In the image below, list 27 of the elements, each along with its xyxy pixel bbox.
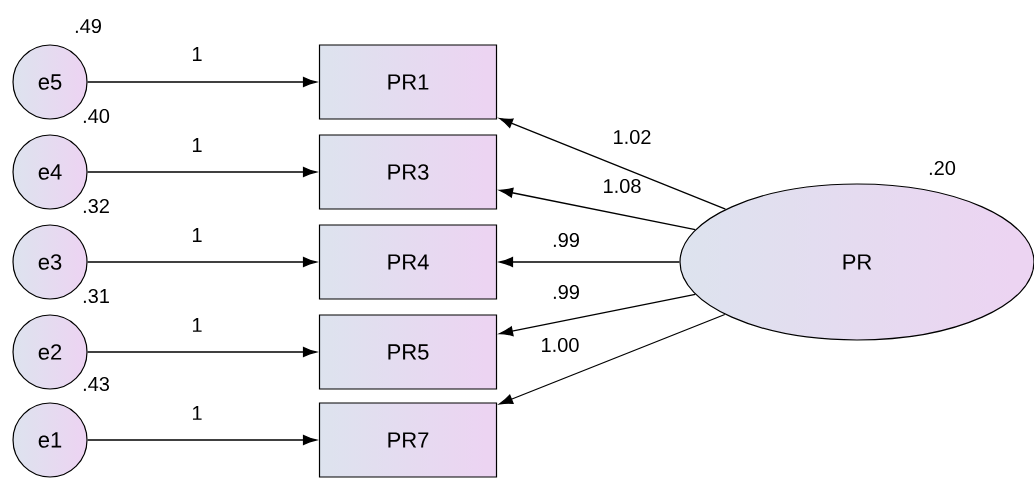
arrow [86, 76, 317, 88]
arrow [499, 256, 681, 268]
edge-label: 1 [192, 318, 202, 332]
edge-label: .99 [553, 232, 579, 248]
arrow [86, 256, 317, 268]
arrow [86, 346, 317, 358]
arrow [499, 187, 696, 231]
variance-label: .20 [927, 159, 957, 177]
variance-label: .49 [73, 17, 103, 35]
edge-label: 1 [192, 228, 202, 242]
edge-label: 1 [192, 406, 202, 420]
edge-label: 1.02 [614, 129, 651, 145]
edge-label: .99 [553, 284, 579, 300]
variable-box: PR4 [318, 224, 498, 300]
arrow [86, 434, 317, 446]
variable-box: PR7 [318, 402, 498, 478]
variable-box: PR3 [318, 134, 498, 210]
edge-label: 1.08 [604, 178, 641, 194]
variable-box: PR1 [318, 44, 498, 120]
edge-label: 1 [192, 47, 202, 61]
arrow [499, 293, 696, 337]
arrow [499, 117, 727, 210]
variable-box: PR5 [318, 314, 498, 390]
arrow [499, 313, 726, 405]
arrow [86, 166, 317, 178]
edge-label: 1.00 [542, 337, 579, 353]
edge-label: 1 [192, 138, 202, 152]
